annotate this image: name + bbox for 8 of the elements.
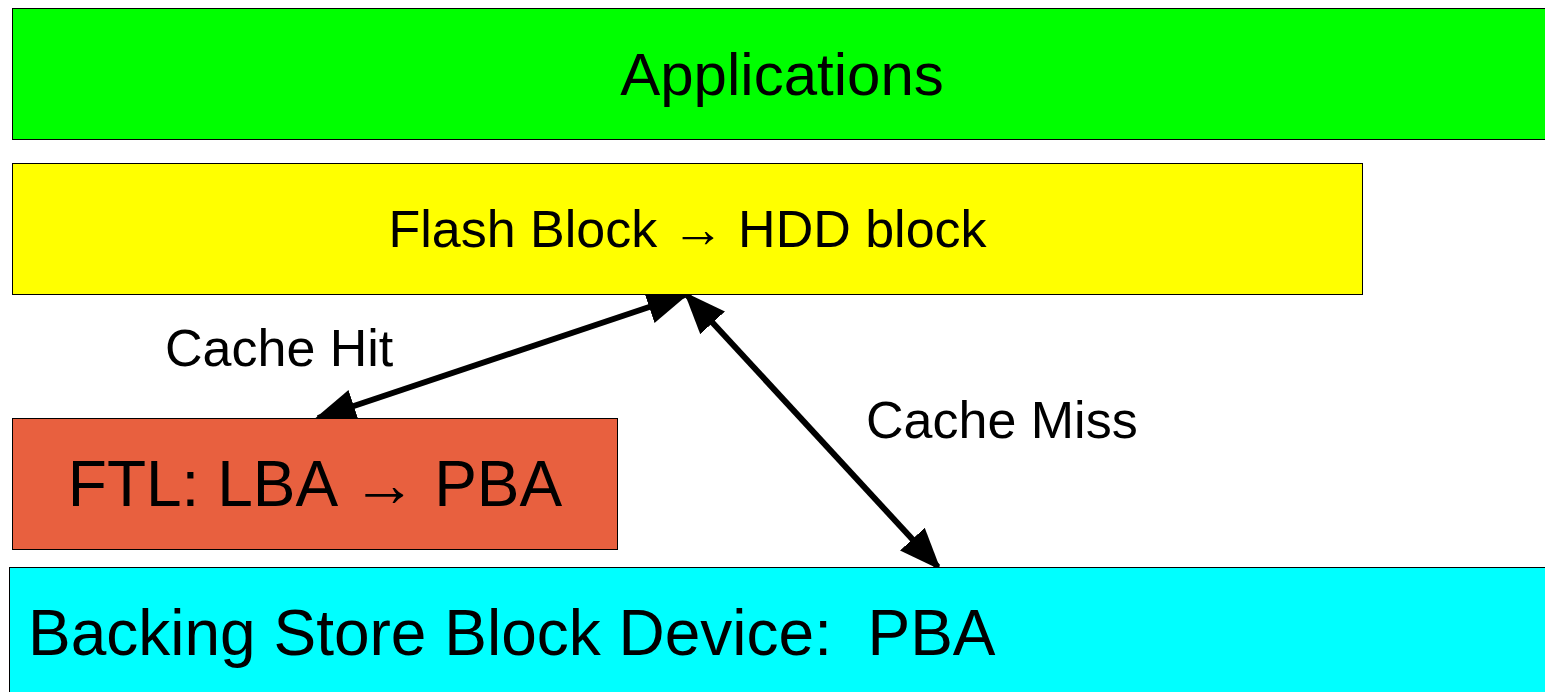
layer-label: Applications bbox=[620, 39, 944, 109]
layer-label: FTL: LBA → PBA bbox=[67, 447, 563, 521]
layer-box bbox=[12, 418, 618, 550]
layer-label: Flash Block → HDD block bbox=[388, 199, 987, 259]
layer-label: Backing Store Block Device: PBA bbox=[28, 596, 996, 670]
layer-box bbox=[12, 8, 1545, 140]
layer-box bbox=[9, 567, 1545, 692]
layer-box bbox=[12, 163, 1363, 295]
